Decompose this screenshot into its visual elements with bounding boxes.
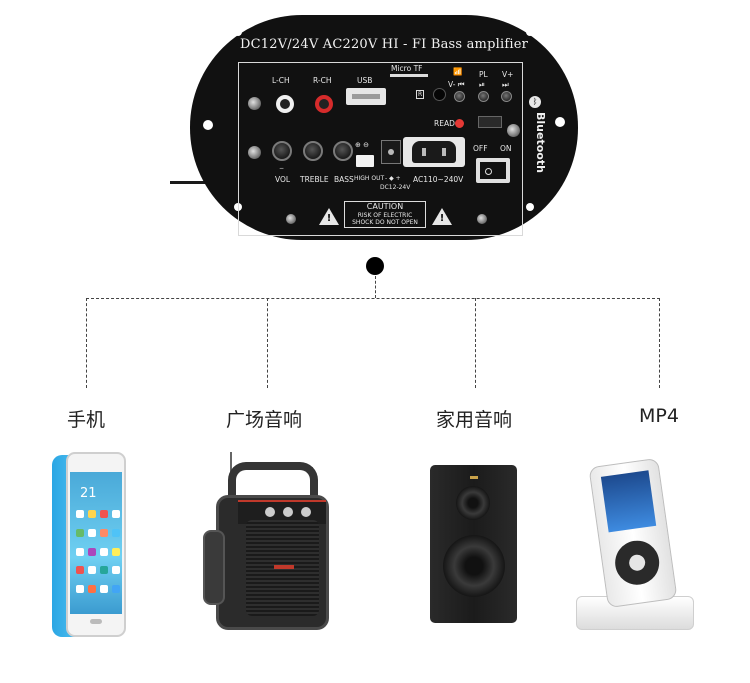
connector-branch	[659, 298, 660, 388]
power-switch[interactable]	[476, 158, 510, 183]
ac-power-socket[interactable]	[403, 137, 465, 167]
polarity-symbols: ⊕ ⊖	[355, 141, 369, 149]
screw	[248, 97, 261, 110]
usb-label: USB	[357, 76, 373, 85]
switch-off-label: OFF	[473, 144, 488, 153]
speaker-knob	[301, 507, 311, 517]
remote-label: R	[416, 90, 425, 99]
usb-port[interactable]	[346, 88, 386, 105]
connector-stem	[375, 276, 376, 298]
speaker-handle	[228, 462, 318, 502]
woofer	[443, 535, 505, 597]
screw	[477, 214, 487, 224]
connector-branch	[475, 298, 476, 388]
screw	[248, 146, 261, 159]
vol-knob[interactable]	[272, 141, 292, 161]
bluetooth-icon: ᛒ	[529, 96, 541, 108]
pl-label: PL	[479, 70, 488, 79]
speaker-knob	[283, 507, 293, 517]
treble-label: TREBLE	[300, 175, 329, 184]
v-minus-label: V- ⏮	[448, 80, 465, 89]
tweeter	[456, 486, 490, 520]
mount-hole-top-right	[526, 28, 534, 36]
dc-input-label: DC12-24V	[380, 184, 411, 191]
dc-polarity-icon: - ◆ +	[385, 175, 401, 182]
caution-title: CAUTION	[366, 202, 404, 211]
connection-dot	[366, 257, 384, 275]
signal-icon: 📶	[453, 67, 463, 76]
rca-left-input[interactable]	[276, 95, 294, 113]
click-wheel	[612, 537, 663, 588]
mount-hole-right	[555, 117, 565, 127]
speaker-strap	[203, 530, 225, 605]
speaker-knob	[265, 507, 275, 517]
app-grid	[76, 510, 120, 600]
next-icon: ⏭	[502, 80, 509, 89]
v-plus-label: V+	[502, 70, 514, 79]
bass-knob[interactable]	[333, 141, 353, 161]
micro-tf-label: Micro TF	[391, 64, 423, 73]
r-ch-label: R-CH	[313, 76, 332, 85]
home-button	[90, 619, 102, 624]
connector-bar	[86, 298, 660, 299]
mp4-player-image	[588, 457, 678, 609]
read-label: READ	[434, 119, 455, 128]
dc-jack[interactable]	[381, 140, 401, 164]
warning-icon	[432, 208, 452, 225]
screw	[507, 124, 520, 137]
high-out-connector[interactable]	[356, 155, 374, 167]
phone-clock: 21	[80, 486, 97, 501]
ac-input-label: AC110~240V	[413, 175, 464, 184]
mount-hole-top-left	[234, 28, 242, 36]
category-label-mp4: MP4	[639, 405, 679, 427]
read-led	[455, 119, 464, 128]
control-panel	[238, 62, 523, 236]
vol-label: VOL	[275, 175, 291, 184]
play-pause-button[interactable]	[478, 91, 489, 102]
antenna	[230, 452, 232, 482]
category-label-phone: 手机	[66, 409, 105, 431]
volume-up-button[interactable]	[501, 91, 512, 102]
connector-branch	[86, 298, 87, 388]
l-ch-label: L-CH	[272, 76, 290, 85]
category-label-home-speaker: 家用音响	[435, 409, 512, 431]
play-pause-icon: ⏯	[479, 80, 485, 89]
speaker-badge	[470, 476, 478, 479]
warning-icon	[319, 208, 339, 225]
led-window	[478, 116, 502, 128]
mount-hole-left	[203, 120, 213, 130]
caution-line-1: RISK OF ELECTRIC	[357, 212, 413, 219]
power-cable	[170, 181, 210, 184]
caution-line-2: SHOCK DO NOT OPEN	[352, 219, 418, 226]
switch-on-label: ON	[500, 144, 512, 153]
board-title: DC12V/24V AC220V HI - FI Bass amplifier	[240, 37, 528, 52]
ir-receiver	[433, 88, 446, 101]
connector-branch	[267, 298, 268, 388]
bass-label: BASS	[334, 175, 354, 184]
high-out-label: HIGH OUT	[354, 175, 385, 182]
mp4-screen	[600, 470, 657, 533]
volume-down-button[interactable]	[454, 91, 465, 102]
bluetooth-label: Bluetooth	[534, 112, 547, 173]
screw	[286, 214, 296, 224]
micro-tf-slot[interactable]	[390, 74, 428, 77]
caution-box: CAUTION RISK OF ELECTRIC SHOCK DO NOT OP…	[344, 201, 426, 228]
mount-hole-bottom-right	[526, 203, 534, 211]
treble-knob[interactable]	[303, 141, 323, 161]
speaker-logo	[274, 565, 294, 569]
rca-right-input[interactable]	[315, 95, 333, 113]
category-label-square-speaker: 广场音响	[225, 409, 302, 431]
